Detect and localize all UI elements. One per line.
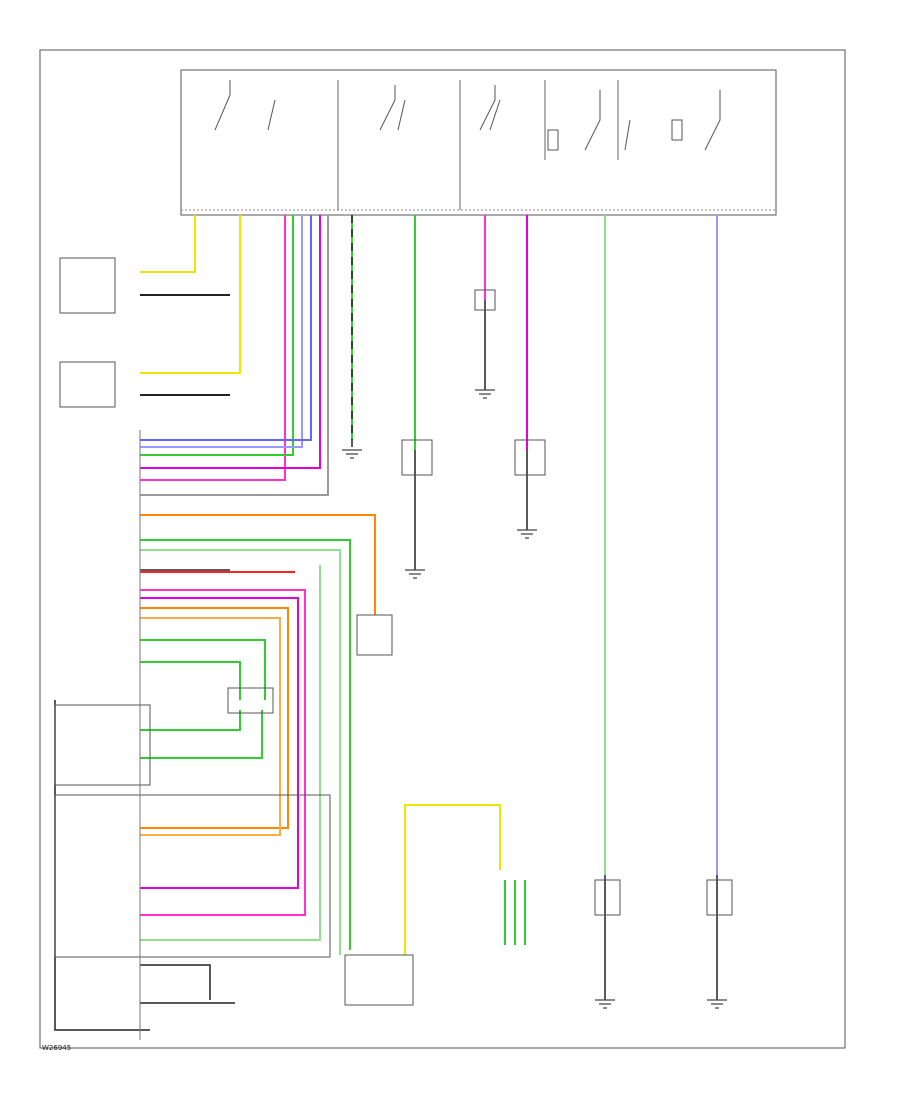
wire-grey-bus: [140, 215, 329, 496]
wire-green-bus: [140, 215, 294, 456]
wire-green-cluster-2: [140, 661, 241, 700]
wire-green-dimmer: [140, 539, 351, 950]
wire-orange-hood: [140, 514, 376, 615]
wire-pink-bus: [140, 215, 286, 481]
rear-ground: [405, 569, 425, 579]
wire-green-dimmer-out-2: [140, 710, 263, 759]
wire-green-cluster-3: [140, 565, 321, 941]
cargo-lamp: [474, 289, 496, 311]
wire-yellow-dome: [404, 804, 501, 955]
control-module: [180, 69, 777, 216]
headlamp-switch-cluster: [54, 704, 151, 786]
wire-magenta-cluster-2: [140, 597, 299, 889]
wire-green-cluster: [140, 639, 266, 700]
wire-magenta-bus: [140, 215, 321, 469]
left-rear-lamp: [401, 439, 433, 476]
wire-orange-cluster-2: [140, 617, 281, 836]
left-front-lamp: [706, 879, 733, 916]
wire-green-dimmer-out: [140, 710, 241, 731]
left-front-door-switch: [59, 361, 116, 408]
right-front-lamp: [594, 879, 621, 916]
footer-code: W26945: [42, 1044, 71, 1052]
right-front-door-switch: [59, 257, 116, 314]
hood-ajar-switch: [356, 614, 393, 656]
wire-light-blue-bus: [140, 215, 303, 448]
diagram-frame: [39, 49, 846, 1049]
instrument-panel-cluster: [54, 794, 331, 958]
wire-yellow-rf-door: [140, 215, 196, 273]
wire-light-green-bus: [140, 549, 341, 955]
dome-lamp: [344, 954, 414, 1006]
wire-yellow-lf-door: [140, 215, 241, 374]
dimmer-control: [227, 687, 274, 714]
wire-magenta-cluster-1: [140, 589, 306, 916]
wire-blue-bus: [140, 215, 312, 441]
wire-orange-cluster: [140, 607, 289, 829]
liftgate-ajar-switch: [514, 439, 546, 476]
